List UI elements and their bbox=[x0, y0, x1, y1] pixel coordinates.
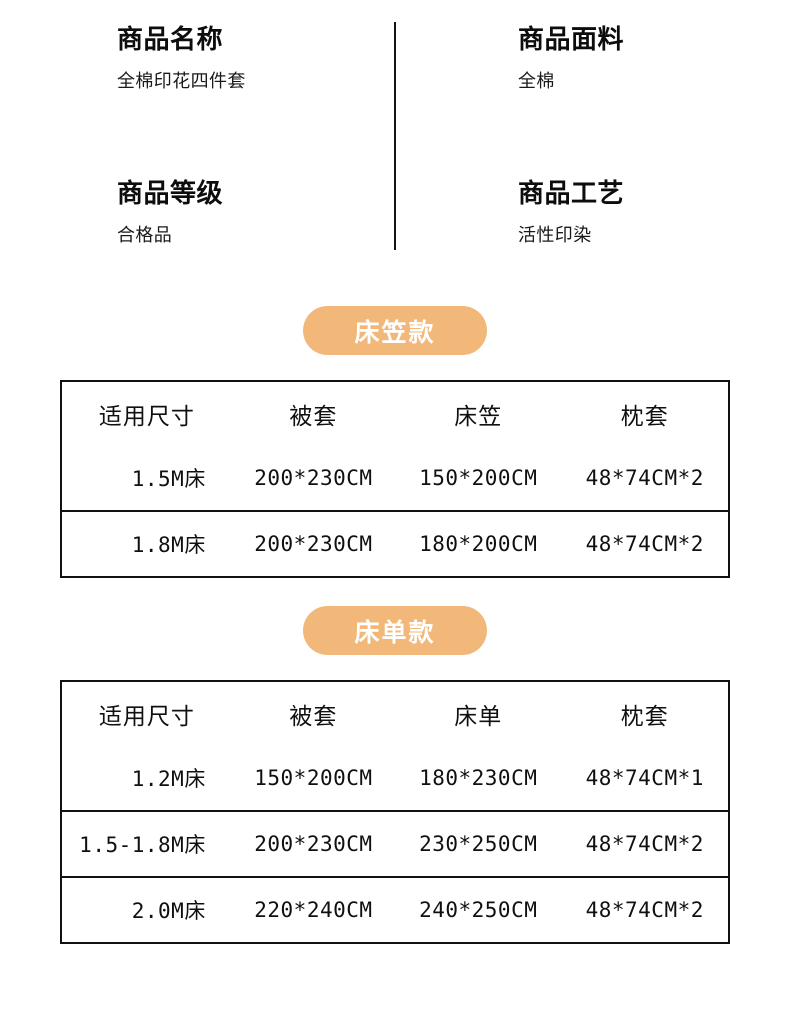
cell-duvet: 150*200CM bbox=[231, 746, 395, 812]
column-header-pillow: 枕套 bbox=[620, 403, 669, 429]
column-header-size: 适用尺寸 bbox=[98, 703, 195, 729]
table-row: 1.5-1.8M床 200*230CM 230*250CM 48*74CM*2 bbox=[62, 811, 728, 878]
cell-pillow: 48*74CM*2 bbox=[561, 446, 728, 512]
info-label-product-name: 商品名称 bbox=[117, 24, 224, 54]
cell-sheet: 230*250CM bbox=[394, 811, 562, 878]
info-block-product-name: 商品名称 全棉印花四件套 bbox=[117, 24, 246, 92]
cell-size: 1.5-1.8M床 bbox=[62, 811, 232, 878]
size-table: 适用尺寸 被套 床笠 枕套 1.5M床 200*230CM 150*200CM … bbox=[62, 382, 728, 576]
column-header-pillow: 枕套 bbox=[620, 703, 669, 729]
info-block-craft: 商品工艺 活性印染 bbox=[518, 178, 624, 246]
info-value-fabric: 全棉 bbox=[518, 70, 555, 91]
cell-size: 1.2M床 bbox=[62, 746, 232, 812]
table-header-row: 适用尺寸 被套 床单 枕套 bbox=[62, 682, 728, 746]
cell-sheet: 150*200CM bbox=[394, 446, 562, 512]
table-header-row: 适用尺寸 被套 床笠 枕套 bbox=[62, 382, 728, 446]
cell-sheet: 180*200CM bbox=[419, 532, 538, 556]
cell-duvet: 200*230CM bbox=[231, 446, 395, 512]
cell-pillow: 48*74CM*2 bbox=[585, 898, 704, 922]
product-info-section: 商品名称 全棉印花四件套 商品面料 全棉 商品等级 合格品 商品工艺 活性印染 bbox=[0, 0, 790, 270]
cell-size: 1.5M床 bbox=[62, 446, 232, 512]
info-value-product-name: 全棉印花四件套 bbox=[117, 70, 246, 91]
column-header-duvet: 被套 bbox=[289, 703, 338, 729]
cell-duvet: 200*230CM bbox=[254, 532, 373, 556]
cell-size: 1.8M床 bbox=[131, 533, 206, 557]
table-row: 2.0M床 220*240CM 240*250CM 48*74CM*2 bbox=[62, 877, 728, 942]
cell-duvet: 220*240CM bbox=[254, 898, 373, 922]
table-row: 1.5M床 200*230CM 150*200CM 48*74CM*2 bbox=[62, 446, 728, 512]
cell-pillow: 48*74CM*2 bbox=[561, 811, 728, 878]
spec-table-flat-sheet: 适用尺寸 被套 床单 枕套 1.2M床 150*200CM 180*230CM … bbox=[60, 680, 730, 944]
cell-sheet: 240*250CM bbox=[419, 898, 538, 922]
cell-pillow: 48*74CM*1 bbox=[561, 746, 728, 812]
info-label-grade: 商品等级 bbox=[117, 178, 224, 208]
info-value-craft: 活性印染 bbox=[518, 224, 592, 245]
info-value-grade: 合格品 bbox=[117, 224, 173, 245]
info-label-fabric: 商品面料 bbox=[518, 24, 625, 54]
column-header-duvet: 被套 bbox=[289, 403, 338, 429]
cell-size: 2.0M床 bbox=[131, 899, 206, 923]
column-header-size: 适用尺寸 bbox=[98, 403, 195, 429]
info-block-grade: 商品等级 合格品 bbox=[117, 178, 223, 246]
size-table: 适用尺寸 被套 床单 枕套 1.2M床 150*200CM 180*230CM … bbox=[62, 682, 728, 942]
cell-pillow: 48*74CM*2 bbox=[585, 532, 704, 556]
info-vertical-divider bbox=[394, 22, 396, 250]
column-header-sheet: 床笠 bbox=[454, 403, 503, 429]
column-header-sheet: 床单 bbox=[454, 703, 503, 729]
table-row: 1.8M床 200*230CM 180*200CM 48*74CM*2 bbox=[62, 511, 728, 576]
cell-duvet: 200*230CM bbox=[231, 811, 395, 878]
spec-table-fitted-sheet: 适用尺寸 被套 床笠 枕套 1.5M床 200*230CM 150*200CM … bbox=[60, 380, 730, 578]
info-label-craft: 商品工艺 bbox=[518, 178, 625, 208]
cell-sheet: 180*230CM bbox=[394, 746, 562, 812]
table-row: 1.2M床 150*200CM 180*230CM 48*74CM*1 bbox=[62, 746, 728, 812]
section-badge-flat-sheet: 床单款 bbox=[303, 606, 487, 655]
info-block-fabric: 商品面料 全棉 bbox=[518, 24, 624, 92]
section-badge-fitted-sheet: 床笠款 bbox=[303, 306, 487, 355]
